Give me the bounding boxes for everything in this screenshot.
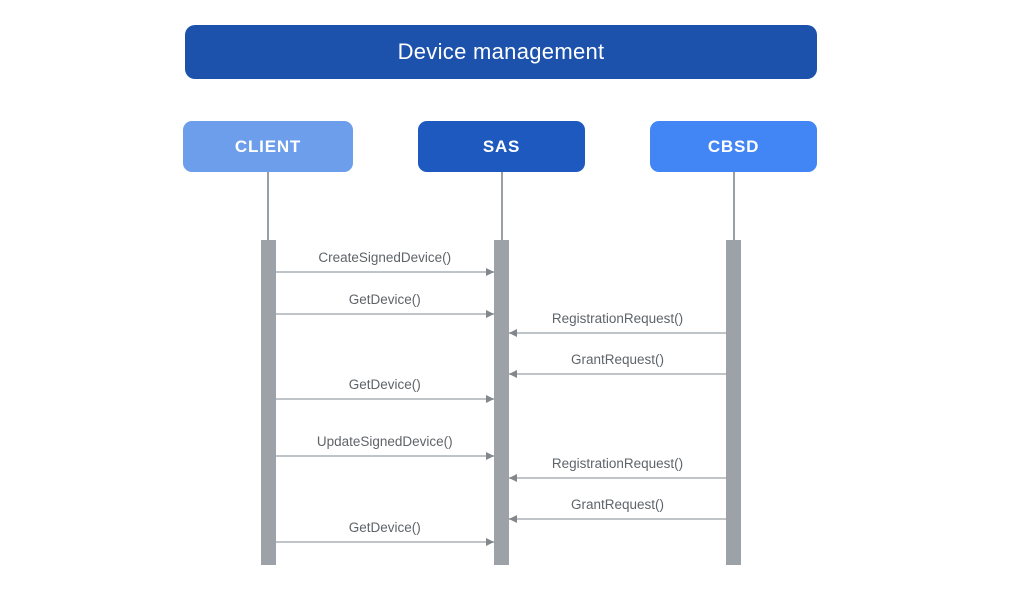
- lifeline-cbsd: [732, 172, 735, 240]
- arrowhead-left-icon: [509, 328, 517, 337]
- message-arrow-line: [275, 313, 494, 315]
- arrowhead-left-icon: [509, 514, 517, 523]
- arrowhead-left-icon: [509, 369, 517, 378]
- message-arrow-line: [509, 373, 726, 375]
- arrowhead-right-icon: [486, 537, 494, 546]
- actor-sas: SAS: [418, 121, 585, 172]
- message-label: UpdateSignedDevice(): [316, 434, 453, 449]
- diagram-title: Device management: [185, 25, 817, 79]
- lifeline-client: [267, 172, 269, 240]
- activation-bar-cbsd: [726, 240, 741, 565]
- lifeline-sas: [500, 172, 503, 240]
- message-label: GetDevice(): [348, 377, 421, 392]
- message-arrow-line: [275, 541, 494, 543]
- message-arrow-line: [509, 518, 726, 520]
- message-arrow-line: [275, 271, 494, 273]
- activation-bar-sas: [494, 240, 509, 565]
- message-arrow-line: [275, 398, 494, 400]
- arrowhead-left-icon: [509, 473, 517, 482]
- message-arrow-line: [509, 332, 726, 334]
- message-label: GrantRequest(): [570, 497, 665, 512]
- message-label: RegistrationRequest(): [551, 456, 684, 471]
- message-label: GetDevice(): [348, 292, 421, 307]
- message-label: RegistrationRequest(): [551, 311, 684, 326]
- arrowhead-right-icon: [486, 309, 494, 318]
- activation-bar-client: [260, 240, 276, 565]
- message-label: GrantRequest(): [570, 352, 665, 367]
- actor-client: CLIENT: [183, 121, 353, 172]
- arrowhead-right-icon: [486, 451, 494, 460]
- message-arrow-line: [275, 455, 494, 457]
- message-arrow-line: [509, 477, 726, 479]
- actor-label: CBSD: [707, 136, 760, 156]
- message-label: GetDevice(): [348, 520, 421, 535]
- actor-cbsd: CBSD: [650, 121, 817, 172]
- actor-label: CLIENT: [234, 136, 302, 156]
- message-label: CreateSignedDevice(): [318, 250, 452, 265]
- arrowhead-right-icon: [486, 394, 494, 403]
- arrowhead-right-icon: [486, 267, 494, 276]
- actor-label: SAS: [482, 136, 521, 156]
